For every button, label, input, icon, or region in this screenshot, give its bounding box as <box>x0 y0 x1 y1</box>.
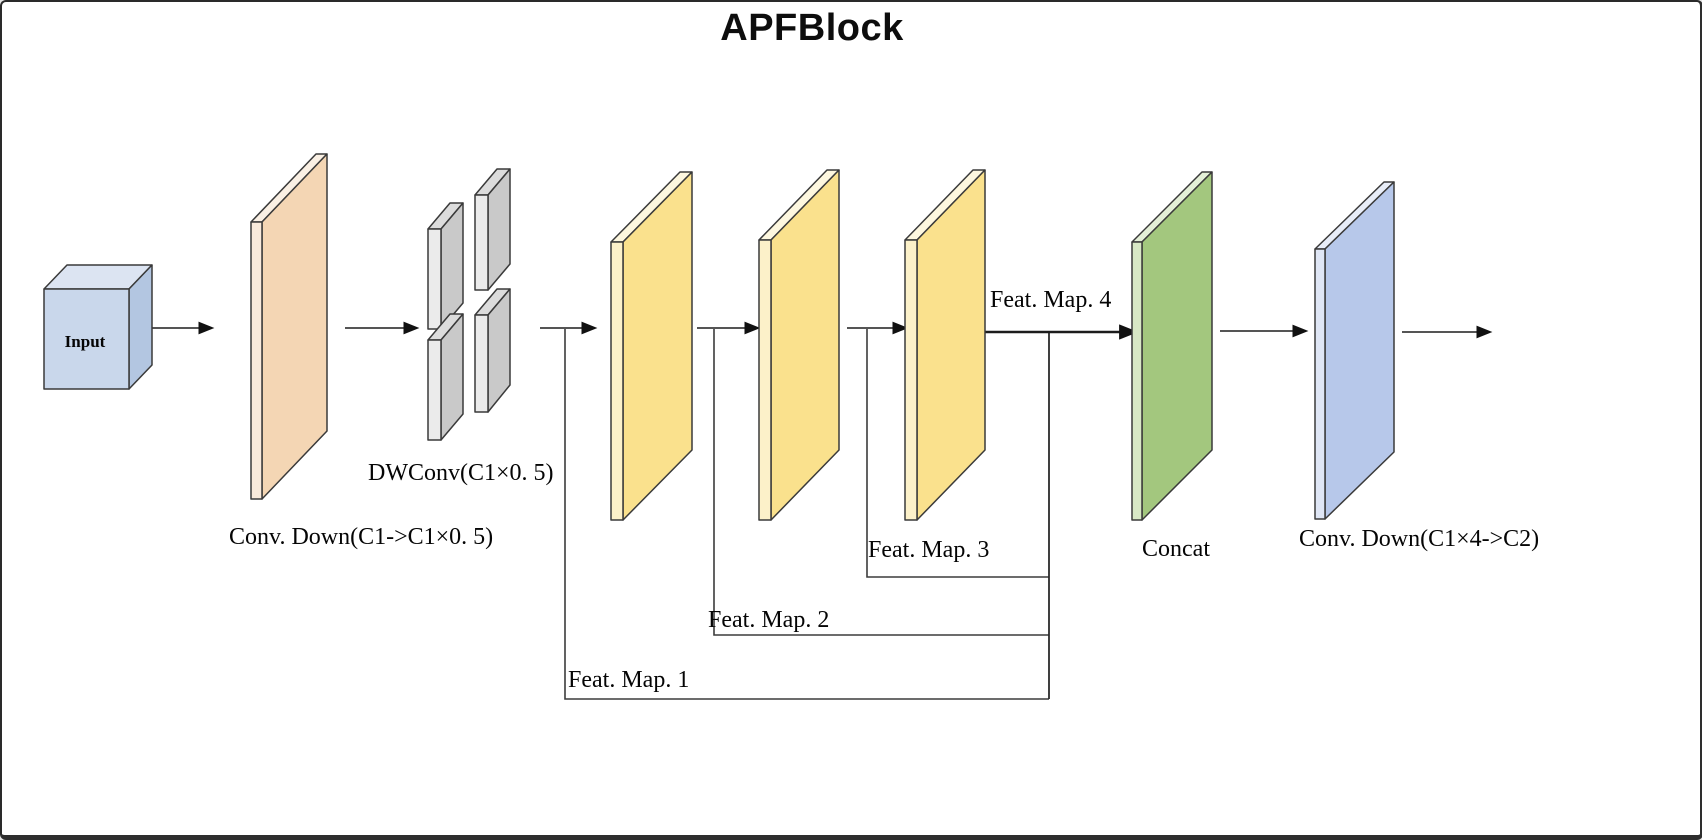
conv-down-2-label: Conv. Down(C1×4->C2) <box>1299 526 1540 552</box>
conv-down-2-plate <box>1314 181 1395 520</box>
input-cube <box>43 264 153 390</box>
dwconv-plate-bottom-left <box>427 313 464 441</box>
dwconv-plate-top-right <box>474 168 511 291</box>
skip-connection-feat-map-3 <box>866 328 1049 578</box>
skip-connection-feat-map-2 <box>713 328 1049 636</box>
concat-plate <box>1131 171 1213 521</box>
feat-map-4-label: Feat. Map. 4 <box>990 287 1112 313</box>
feat-map-3-label: Feat. Map. 3 <box>868 537 990 563</box>
conv-down-1-plate <box>250 153 328 500</box>
skip-connection-feat-map-1 <box>564 328 1049 700</box>
feature-map-plate-2 <box>758 169 840 521</box>
input-label: Input <box>64 332 106 351</box>
feature-map-plate-1 <box>610 171 693 521</box>
concat-label: Concat <box>1142 536 1210 562</box>
page-title: APFBlock <box>720 7 904 49</box>
feat-map-1-label: Feat. Map. 1 <box>568 667 690 693</box>
conv-down-1-label: Conv. Down(C1->C1×0. 5) <box>229 524 494 550</box>
dwconv-plate-top-left <box>427 202 464 330</box>
feature-map-plate-3 <box>904 169 986 521</box>
feat-map-2-label: Feat. Map. 2 <box>708 607 830 633</box>
dwconv-label: DWConv(C1×0. 5) <box>368 460 554 486</box>
dwconv-plate-bottom-right <box>474 288 511 413</box>
